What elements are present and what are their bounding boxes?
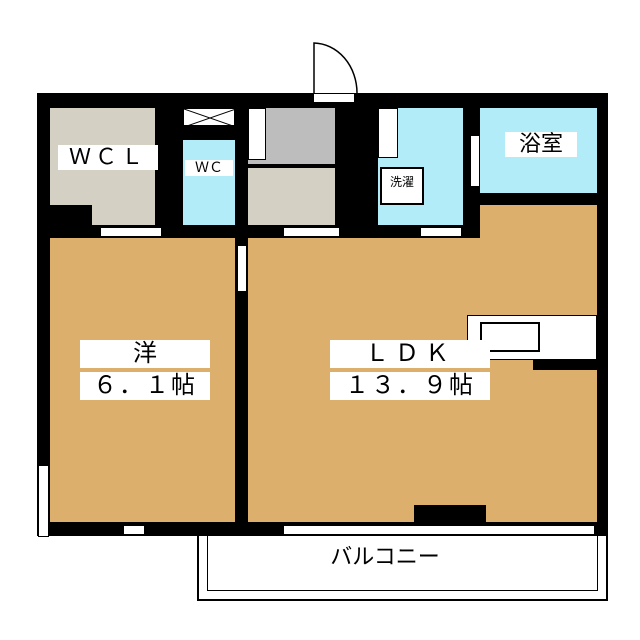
shoe-cabinet — [248, 108, 266, 160]
door-swing-icon — [313, 42, 358, 94]
balcony-inner — [207, 535, 598, 591]
storage-x — [183, 108, 237, 128]
cross-icon — [183, 108, 237, 128]
western-room-name: 洋 — [80, 339, 210, 368]
window — [420, 227, 462, 237]
door[interactable] — [123, 525, 145, 535]
washbasin — [378, 108, 398, 158]
laundry-label: 洗濯 — [383, 175, 421, 190]
ldk-name: ＬＤＫ — [330, 339, 490, 368]
window — [100, 227, 162, 237]
ldk-size: １３．９帖 — [330, 371, 490, 400]
ldk-upper — [480, 205, 597, 245]
wc-room — [183, 140, 235, 225]
bath-door[interactable] — [470, 135, 480, 187]
western-room-size: ６．１帖 — [80, 371, 210, 400]
balcony-window[interactable] — [283, 525, 595, 535]
counter-wall — [533, 360, 597, 370]
balcony-label: バルコニー — [330, 545, 440, 570]
balcony — [197, 535, 608, 601]
room-door[interactable] — [237, 245, 247, 292]
wcl-label: ＷＣＬ — [58, 145, 158, 171]
bath-label: 浴室 — [505, 132, 577, 158]
wall-block — [50, 205, 92, 230]
wc-label: ＷＣ — [185, 160, 233, 177]
sink — [480, 322, 540, 352]
entrance-door[interactable] — [313, 93, 355, 103]
window — [283, 227, 340, 237]
side-window — [38, 465, 49, 537]
closet — [248, 168, 335, 225]
